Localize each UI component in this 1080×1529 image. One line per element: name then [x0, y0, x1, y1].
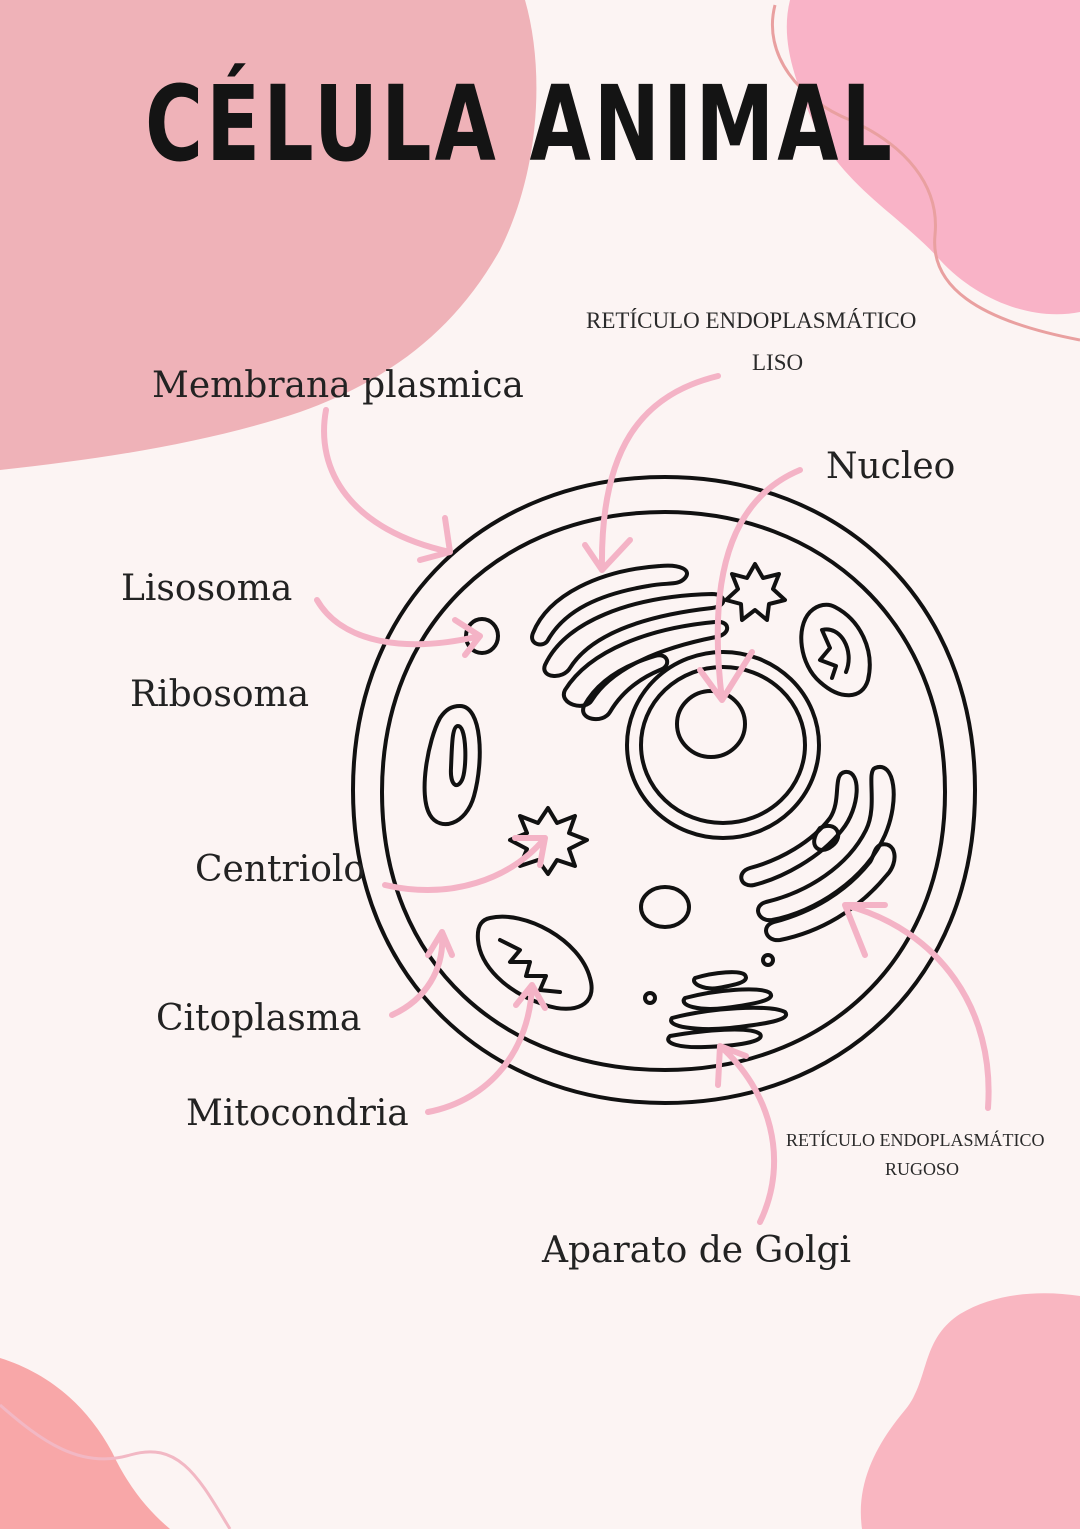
centriole-upper: [724, 562, 787, 622]
golgi-apparatus: [643, 953, 789, 1050]
arrow-rel: [582, 373, 721, 573]
label-rel-line1: RETÍCULO ENDOPLASMÁTICO: [586, 308, 916, 333]
mitochondrion-left: [475, 914, 594, 1011]
label-membrana-plasmica: Membrana plasmica: [152, 365, 524, 406]
rough-er-tube-2: [739, 770, 859, 888]
top-right-outline: [770, 4, 1080, 342]
label-mitocondria: Mitocondria: [186, 1093, 409, 1134]
top-right-blob: [786, 0, 1080, 315]
smooth-er: [530, 563, 730, 722]
rough-er: [739, 765, 897, 943]
top-left-blob: [0, 0, 537, 470]
labels: Membrana plasmica RETÍCULO ENDOPLASMÁTIC…: [121, 308, 1045, 1271]
nucleus-inner: [639, 665, 807, 825]
page-title: CÉLULA ANIMAL: [145, 63, 895, 185]
arrow-lisosoma: [314, 597, 483, 658]
smooth-er-tube-1: [530, 563, 689, 647]
animal-cell: [351, 475, 977, 1105]
label-aparato-golgi: Aparato de Golgi: [541, 1230, 851, 1271]
rough-er-tube-3: [764, 842, 897, 943]
label-lisosoma: Lisosoma: [121, 568, 292, 609]
vesicle: [639, 885, 691, 929]
bottom-left-outline: [0, 1403, 232, 1529]
arrow-membrana: [321, 407, 453, 563]
label-rer-line1: RETÍCULO ENDOPLASMÁTICO: [786, 1129, 1045, 1150]
label-centriolo: Centriolo: [195, 849, 365, 890]
arrow-golgi: [715, 1043, 778, 1225]
nucleus-outer: [625, 650, 821, 840]
nucleus: [625, 650, 821, 840]
label-ribosoma: Ribosoma: [130, 674, 309, 715]
label-rel-line2: LISO: [752, 350, 803, 375]
ribosome-vacuole: [422, 704, 482, 827]
label-citoplasma: Citoplasma: [156, 998, 361, 1039]
cell-membrane-inner: [380, 510, 947, 1072]
bottom-right-blob: [860, 1293, 1080, 1529]
smooth-er-tube-2: [542, 592, 726, 678]
arrow-mitocondria: [425, 982, 548, 1115]
arrow-citoplasma: [389, 929, 455, 1018]
arrow-nucleo: [697, 467, 803, 703]
nucleolus: [675, 689, 747, 759]
label-nucleo: Nucleo: [826, 446, 955, 487]
rough-er-stub: [812, 824, 841, 852]
cell-membrane-outer: [351, 475, 977, 1105]
arrows: [314, 373, 992, 1225]
bottom-left-blob: [0, 1358, 170, 1529]
mitochondrion-right: [799, 602, 872, 698]
centriole-center: [508, 806, 589, 876]
arrow-rer: [842, 902, 992, 1111]
rough-er-tube-1: [756, 765, 896, 923]
label-rer-line2: RUGOSO: [885, 1159, 959, 1179]
smooth-er-tube-4: [581, 653, 670, 722]
arrow-centriolo: [382, 835, 548, 893]
